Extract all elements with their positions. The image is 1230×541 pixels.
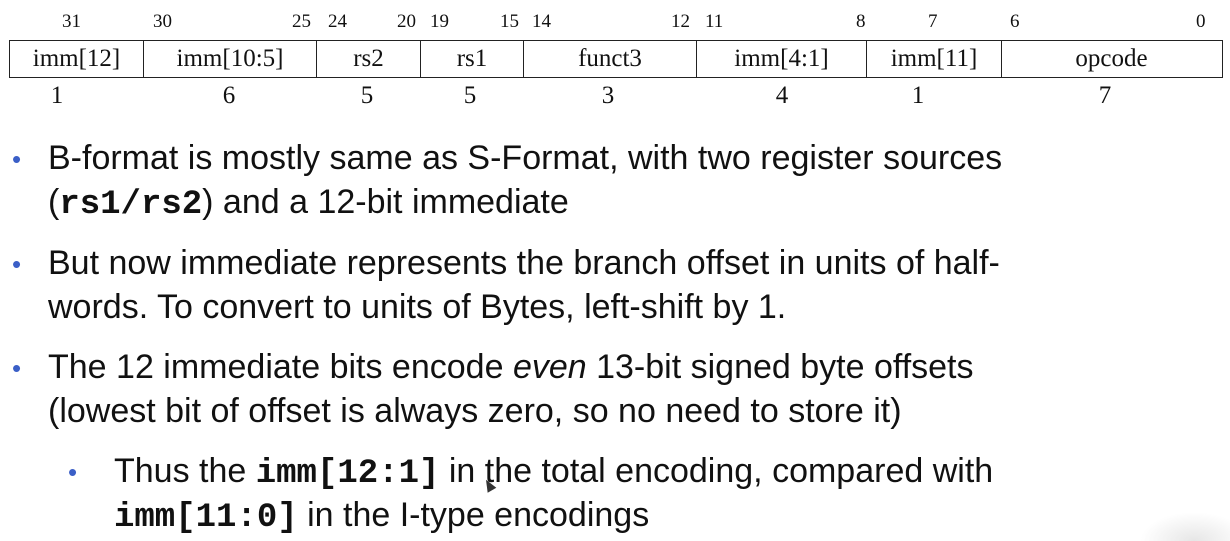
field-imm-12: imm[12] xyxy=(10,41,144,77)
bullet-2-line-1: But now immediate represents the branch … xyxy=(48,244,1000,282)
bullet-2-line-2: words. To convert to units of Bytes, lef… xyxy=(48,288,787,326)
field-width-imm-4-1: 4 xyxy=(775,82,789,109)
field-funct3: funct3 xyxy=(524,41,697,77)
bit-label-30: 30 xyxy=(153,11,172,32)
field-width-rs1: 5 xyxy=(463,82,477,109)
bit-label-12: 12 xyxy=(671,11,690,32)
bullet-dot: • xyxy=(12,353,22,383)
field-width-imm-10-5: 6 xyxy=(222,82,236,109)
sub-bullet-code-1: imm[12:1] xyxy=(255,455,440,493)
bit-label-14: 14 xyxy=(532,11,551,32)
bullet-1-code: rs1/rs2 xyxy=(59,186,203,224)
bullet-3-post: 13-bit signed byte offsets xyxy=(586,348,974,386)
bullet-3-pre: The 12 immediate bits encode xyxy=(48,348,513,386)
field-width-funct3: 3 xyxy=(601,82,615,109)
bit-label-19: 19 xyxy=(430,11,449,32)
bullet-1-line-2: (rs1/rs2) and a 12-bit immediate xyxy=(48,180,569,228)
field-width-rs2: 5 xyxy=(360,82,374,109)
bit-label-31: 31 xyxy=(62,11,81,32)
instruction-format-diagram: 31 30 25 24 20 19 15 14 12 11 8 7 6 0 im… xyxy=(0,0,1230,115)
bullet-1-paren: ( xyxy=(48,183,60,221)
bullet-dot: • xyxy=(12,144,22,174)
sub-bullet-line-2: imm[11:0] in the I-type encodings xyxy=(114,493,649,541)
bit-label-7: 7 xyxy=(928,11,938,32)
field-row: imm[12] imm[10:5] rs2 rs1 funct3 imm[4:1… xyxy=(9,40,1223,78)
sub-bullet-pre: Thus the xyxy=(114,452,256,490)
field-imm-4-1: imm[4:1] xyxy=(697,41,867,77)
bit-label-8: 8 xyxy=(856,11,866,32)
field-imm-11: imm[11] xyxy=(867,41,1002,77)
field-opcode: opcode xyxy=(1075,45,1148,72)
bullet-3-emphasis: even xyxy=(512,348,587,386)
field-width-opcode: 7 xyxy=(1098,82,1112,109)
sub-bullet-line-1: Thus the imm[12:1] in the total encoding… xyxy=(114,449,993,497)
bit-label-25: 25 xyxy=(292,11,311,32)
bit-label-0: 0 xyxy=(1196,11,1206,32)
bit-label-11: 11 xyxy=(705,11,724,32)
field-rs1: rs1 xyxy=(421,41,524,77)
field-imm-10-5: imm[10:5] xyxy=(144,41,317,77)
bullet-1-rest: ) and a 12-bit immediate xyxy=(202,183,569,221)
field-width-imm-11: 1 xyxy=(911,82,925,109)
sub-bullet-post: in the total encoding, compared with xyxy=(439,452,994,490)
bit-label-24: 24 xyxy=(328,11,347,32)
bullet-3-line-2: (lowest bit of offset is always zero, so… xyxy=(48,392,902,430)
bullet-3-line-1: The 12 immediate bits encode even 13-bit… xyxy=(48,345,974,390)
bit-label-6: 6 xyxy=(1010,11,1020,32)
field-rs2: rs2 xyxy=(317,41,421,77)
sub-bullet-code-2: imm[11:0] xyxy=(114,499,298,537)
bullet-dot: • xyxy=(12,249,22,279)
sub-bullet-rest: in the I-type encodings xyxy=(297,496,650,534)
bit-label-15: 15 xyxy=(500,11,519,32)
sub-bullet-dot: • xyxy=(68,457,78,487)
watermark-corner xyxy=(1140,512,1230,541)
bullet-1-line-1: B-format is mostly same as S-Format, wit… xyxy=(48,139,1003,177)
field-width-imm-12: 1 xyxy=(50,82,64,109)
bit-label-20: 20 xyxy=(397,11,416,32)
